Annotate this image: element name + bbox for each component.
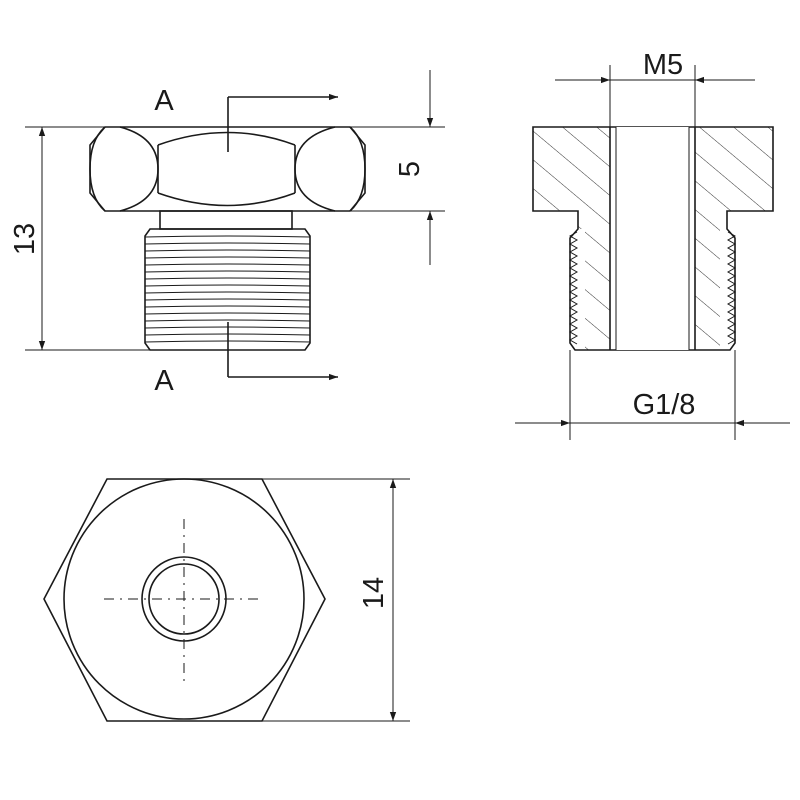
inner-thread-dimension: M5 <box>643 49 683 81</box>
top-view: 14 <box>43 478 410 722</box>
overall-height-dimension: 13 <box>9 223 41 255</box>
external-thread-right <box>726 231 737 345</box>
section-label-top: A <box>154 85 174 117</box>
section-view: M5 G1/8 <box>515 49 790 440</box>
hex-height-dimension: 5 <box>394 161 426 177</box>
external-thread-left <box>568 231 579 345</box>
across-flats-dimension: 14 <box>358 577 390 609</box>
section-label-bottom: A <box>154 365 174 397</box>
front-view: A A 13 5 <box>9 70 445 397</box>
outer-thread-dimension: G1/8 <box>633 389 696 421</box>
